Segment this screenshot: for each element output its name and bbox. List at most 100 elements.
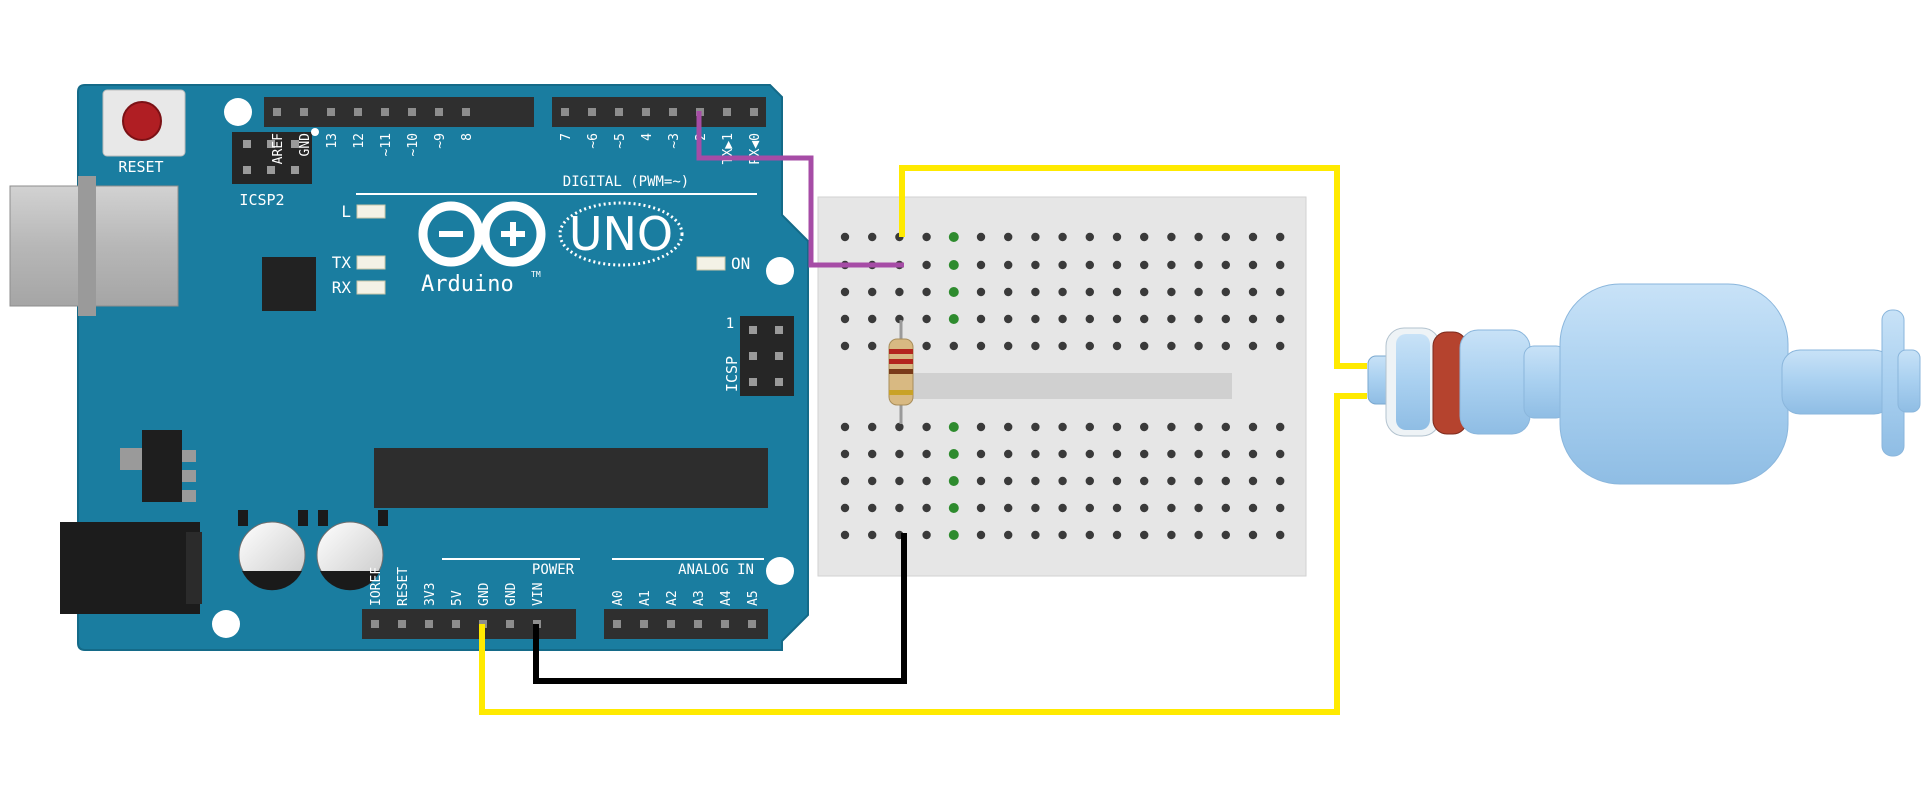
breadboard-hole xyxy=(1085,449,1095,459)
icsp-label: ICSP xyxy=(723,356,741,392)
breadboard-hole xyxy=(948,287,959,297)
breadboard-hole xyxy=(976,260,986,270)
usb-chip-icon xyxy=(262,257,316,311)
breadboard-hole xyxy=(1112,260,1122,270)
breadboard-channel xyxy=(912,373,1232,399)
breadboard-hole xyxy=(1058,503,1067,513)
pin-label: A0 xyxy=(611,590,626,606)
breadboard-hole xyxy=(1221,287,1231,297)
arduino-uno-board: RESET xyxy=(9,84,809,651)
breadboard-hole xyxy=(976,232,986,242)
header-pin xyxy=(750,108,758,116)
capacitor-icon xyxy=(238,510,308,591)
breadboard-hole xyxy=(1031,260,1040,270)
breadboard-hole xyxy=(1276,503,1285,513)
pin-label: A2 xyxy=(665,590,680,606)
breadboard-hole xyxy=(1112,530,1122,540)
pin-label: 13 xyxy=(325,133,340,149)
breadboard-hole xyxy=(922,476,931,486)
breadboard-hole xyxy=(976,530,986,540)
breadboard-hole xyxy=(868,314,877,324)
wires xyxy=(479,111,1367,715)
header-pin xyxy=(667,620,675,628)
breadboard-hole xyxy=(1058,476,1067,486)
pin-label: ~9 xyxy=(433,133,448,149)
icsp2-label: ICSP2 xyxy=(239,191,284,209)
breadboard-hole xyxy=(895,449,904,459)
voltage-regulator-icon xyxy=(120,430,196,502)
breadboard-hole xyxy=(922,260,931,270)
breadboard-hole xyxy=(868,530,877,540)
breadboard-hole xyxy=(1058,530,1067,540)
pin-label: AREF xyxy=(271,133,286,164)
breadboard-hole xyxy=(840,341,850,351)
pin-label: GND xyxy=(477,582,492,606)
reset-button[interactable] xyxy=(102,89,186,157)
header-pin xyxy=(398,620,406,628)
breadboard-hole xyxy=(1140,287,1149,297)
pin-label: A3 xyxy=(692,590,707,606)
analog-label: ANALOG IN xyxy=(678,562,754,578)
breadboard-hole xyxy=(1194,449,1203,459)
breadboard-hole xyxy=(1221,476,1231,486)
breadboard-hole xyxy=(1194,341,1203,351)
pin-label: 12 xyxy=(352,133,367,149)
header-pin xyxy=(506,620,514,628)
pin-label: ~11 xyxy=(379,133,394,156)
breadboard-hole xyxy=(1004,422,1013,432)
led-l-label: L xyxy=(341,202,351,221)
breadboard-hole xyxy=(1167,530,1176,540)
breadboard-hole xyxy=(895,422,904,432)
breadboard-hole xyxy=(1194,314,1203,324)
breadboard-hole xyxy=(1058,422,1067,432)
breadboard-hole xyxy=(1167,287,1176,297)
breadboard-hole xyxy=(922,341,931,351)
breadboard-hole xyxy=(1194,530,1203,540)
breadboard-hole xyxy=(1221,232,1231,242)
breadboard-hole xyxy=(1248,232,1258,242)
led-l-icon xyxy=(356,204,386,219)
breadboard-hole xyxy=(1085,476,1095,486)
breadboard-hole xyxy=(1248,476,1258,486)
breadboard-hole xyxy=(948,449,959,459)
breadboard-hole xyxy=(895,287,904,297)
breadboard-hole xyxy=(1004,341,1013,351)
led-tx-label: TX xyxy=(332,253,352,272)
breadboard-hole xyxy=(1140,530,1149,540)
breadboard-hole xyxy=(1194,287,1203,297)
header-pin xyxy=(273,108,281,116)
breadboard-hole xyxy=(1004,260,1013,270)
header-pin xyxy=(561,108,569,116)
breadboard-hole xyxy=(976,341,986,351)
breadboard-hole xyxy=(1248,341,1258,351)
breadboard-hole xyxy=(1248,503,1258,513)
breadboard-hole xyxy=(895,476,904,486)
breadboard-hole xyxy=(1112,287,1122,297)
wire-gnd xyxy=(533,533,907,684)
breadboard-hole xyxy=(1276,341,1285,351)
breadboard-hole xyxy=(1112,314,1122,324)
breadboard-hole xyxy=(1085,232,1095,242)
pin-label: RESET xyxy=(396,567,411,606)
pin-label: ~6 xyxy=(586,133,601,149)
breadboard-hole xyxy=(1031,422,1040,432)
breadboard-hole xyxy=(1140,503,1149,513)
pin-label: 5V xyxy=(450,590,465,606)
breadboard-hole xyxy=(1221,503,1231,513)
breadboard-hole xyxy=(895,503,904,513)
breadboard-hole xyxy=(1167,422,1176,432)
breadboard-hole xyxy=(976,449,986,459)
icsp2-header xyxy=(232,132,312,184)
header-pin xyxy=(613,620,621,628)
breadboard-hole xyxy=(1004,530,1013,540)
breadboard-hole xyxy=(1276,422,1285,432)
breadboard-hole xyxy=(1248,422,1258,432)
pin-label: VIN xyxy=(531,583,546,606)
breadboard-hole xyxy=(1194,260,1203,270)
pin-label: IOREF xyxy=(369,567,384,606)
breadboard-hole xyxy=(1167,314,1176,324)
header-pin xyxy=(371,620,379,628)
breadboard-hole xyxy=(1140,422,1149,432)
logo-arduino: Arduino xyxy=(421,272,514,297)
